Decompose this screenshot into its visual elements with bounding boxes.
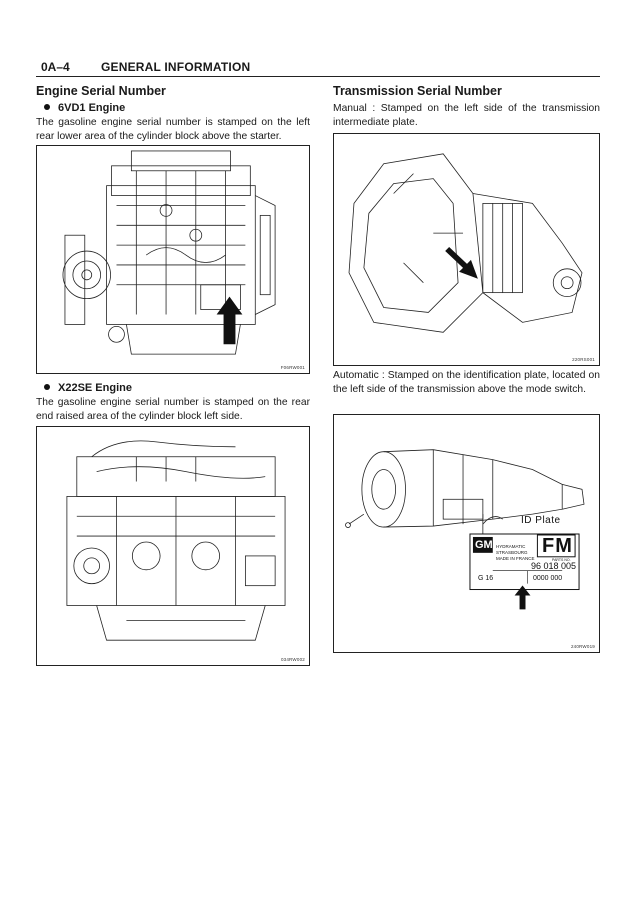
arrow-up-icon <box>216 296 243 345</box>
engine-serial-heading: Engine Serial Number <box>36 84 166 98</box>
page-number: 0A–4 <box>41 60 70 74</box>
header-rule <box>36 76 600 77</box>
manual-transmission-drawing <box>348 153 583 333</box>
bullet-icon <box>44 104 50 110</box>
engine-x22se-drawing <box>66 440 286 641</box>
figure-6vd1-engine: F06RW001 <box>36 145 310 374</box>
arrow-up-icon <box>514 585 531 610</box>
figure-code-x22se: 034RW002 <box>280 657 305 662</box>
plate-serial: 96 018 005 <box>531 561 577 571</box>
figure-code-automatic: 240RW019 <box>570 644 595 649</box>
plate-number: 0000 000 <box>533 575 563 582</box>
engine-6vd1-drawing <box>62 150 276 355</box>
arrow-diagonal-icon <box>445 247 478 279</box>
v6-engine-title: 6VD1 Engine <box>44 102 125 114</box>
figure-automatic-transmission: ID Plate GM FM HYDRAMATIC STRASBOURG MAD… <box>333 414 600 653</box>
fm-logo: FM <box>542 535 573 557</box>
plate-line-3: MADE IN FRANCE <box>496 556 535 561</box>
plate-model: G 16 <box>478 575 494 582</box>
figure-code-manual: 220RS001 <box>572 357 595 362</box>
figure-code-6vd1: F06RW001 <box>280 365 305 370</box>
gm-logo: GM <box>475 539 493 551</box>
x22-engine-title-text: X22SE Engine <box>58 382 132 394</box>
plate-line-2: STRASBOURG <box>496 550 528 555</box>
v6-engine-title-text: 6VD1 Engine <box>58 102 126 114</box>
x22-engine-text: The gasoline engine serial number is sta… <box>36 397 310 422</box>
transmission-serial-heading: Transmission Serial Number <box>333 84 502 98</box>
figure-x22se-engine: 034RW002 <box>36 426 310 666</box>
x22-engine-title: X22SE Engine <box>44 382 132 394</box>
v6-engine-text: The gasoline engine serial number is sta… <box>36 117 310 142</box>
figure-manual-transmission: 220RS001 <box>333 133 600 366</box>
automatic-transmission-drawing <box>345 449 585 610</box>
plate-parts-label: PARTS NO. <box>552 558 571 562</box>
bullet-icon <box>44 384 50 390</box>
plate-line-1: HYDRAMATIC <box>496 544 526 549</box>
automatic-transmission-text: Automatic : Stamped on the identificatio… <box>333 370 600 395</box>
id-plate-caption: ID Plate <box>521 515 561 526</box>
manual-transmission-text: Manual : Stamped on the left side of the… <box>333 103 600 128</box>
section-title: GENERAL INFORMATION <box>101 60 251 74</box>
